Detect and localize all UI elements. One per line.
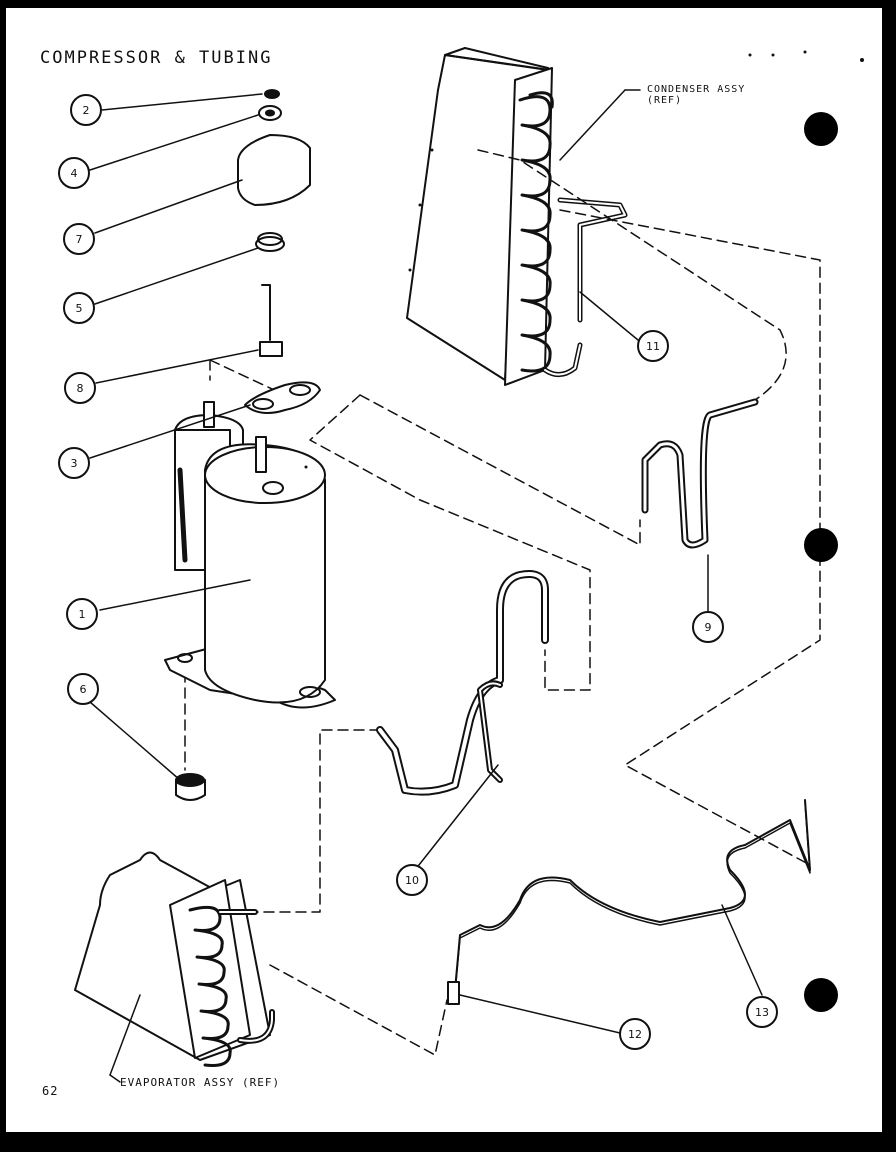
callout-12: 12 — [619, 1018, 651, 1050]
callout-2: 2 — [70, 94, 102, 126]
leader-lines — [89, 93, 763, 1034]
binder-hole-top — [804, 112, 838, 146]
capillary-tube-13 — [454, 799, 811, 994]
tube-9 — [641, 398, 759, 549]
callout-4: 4 — [58, 157, 90, 189]
part-4-grommet — [258, 105, 282, 121]
strainer-12 — [447, 981, 460, 1005]
binder-hole-bottom — [804, 978, 838, 1012]
part-8-overload-protector — [259, 284, 283, 357]
condenser-assembly — [406, 47, 641, 386]
compressor-body — [99, 401, 336, 709]
callout-13: 13 — [746, 996, 778, 1028]
scan-speckles — [304, 50, 864, 469]
diagram-title: COMPRESSOR & TUBING — [40, 48, 273, 68]
binder-hole-middle — [804, 528, 838, 562]
tube-10 — [376, 570, 549, 796]
callout-7: 7 — [63, 223, 95, 255]
part-6-rubber-foot — [175, 773, 206, 801]
callout-1: 1 — [66, 598, 98, 630]
condenser-label-line1: CONDENSER ASSY — [647, 84, 746, 95]
callout-8: 8 — [64, 372, 96, 404]
part-2-washer — [264, 89, 280, 99]
callout-3: 3 — [58, 447, 90, 479]
evaporator-assembly — [74, 851, 275, 1083]
callout-9: 9 — [692, 611, 724, 643]
page-number: 62 — [42, 1084, 59, 1098]
evaporator-label: EVAPORATOR ASSY (REF) — [120, 1076, 281, 1089]
callout-10: 10 — [396, 864, 428, 896]
part-3-gasket — [244, 381, 321, 415]
callout-6: 6 — [67, 673, 99, 705]
condenser-label: CONDENSER ASSY (REF) — [647, 84, 745, 106]
part-7-terminal-cover — [237, 134, 311, 206]
callout-5: 5 — [63, 292, 95, 324]
part-5-spring-clip — [255, 232, 285, 252]
callout-11: 11 — [637, 330, 669, 362]
condenser-label-line2: (REF) — [647, 95, 683, 106]
